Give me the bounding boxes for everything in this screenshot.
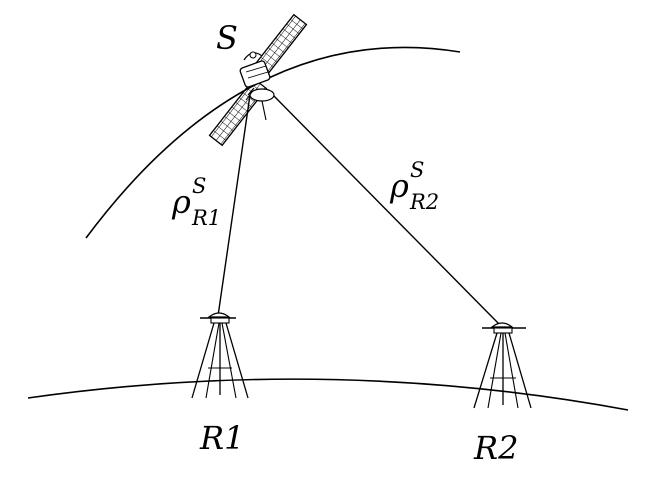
range-superscript: S [192,174,207,198]
earth-surface-arc [27,378,629,411]
range-symbol: ρ [172,183,191,221]
range-subscript: R1 [192,206,222,230]
satellite-icon [208,13,308,147]
range-superscript: S [410,158,425,182]
range-line-r2 [269,91,501,326]
receiver-r1-label: R1 [200,419,245,457]
range-label-r2: ρ S R2 [390,160,439,213]
receiver-r2-icon [473,322,532,409]
range-symbol: ρ [390,167,409,205]
range-subscript: R2 [410,190,440,214]
satellite-label: S [216,19,238,57]
range-line-r1 [217,94,251,317]
receiver-r1-icon [191,312,249,399]
range-label-r1: ρ S R1 [172,176,221,229]
receiver-r2-label: R2 [474,429,519,467]
satellite-orbit-arc [85,46,461,239]
